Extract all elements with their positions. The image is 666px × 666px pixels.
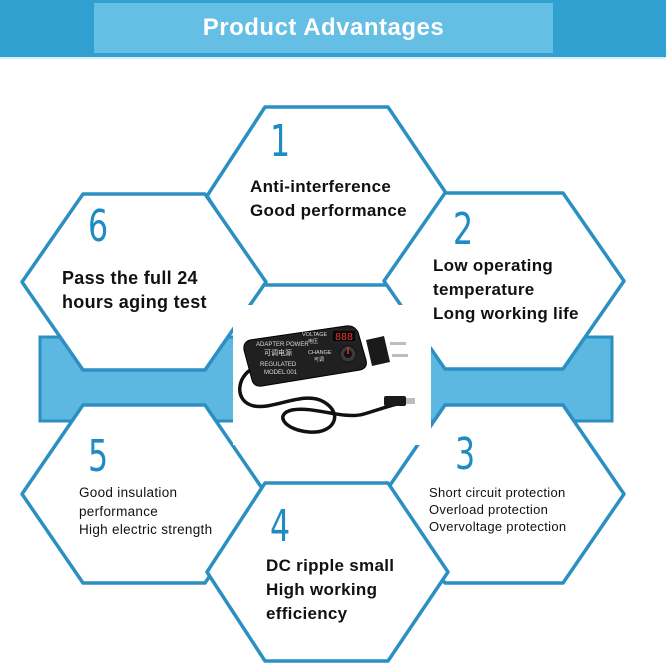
prong-icon	[390, 342, 406, 345]
feature-6-text: Pass the full 24 hours aging test	[62, 266, 207, 314]
change-cn-label: 可调	[314, 356, 324, 363]
feature-1-text: Anti-interference Good performance	[250, 175, 407, 223]
feature-1-number: 1	[270, 116, 291, 167]
header-bar: Product Advantages	[0, 0, 666, 57]
header-divider	[0, 57, 666, 59]
power-adapter-image: 888 ADAPTER POWER 可调电源 REGULATED MODEL:0…	[238, 325, 415, 434]
feature-4-line: High working	[266, 580, 378, 599]
feature-3-line: Short circuit protection	[429, 485, 566, 500]
display-icon	[331, 329, 357, 343]
feature-6-line: hours aging test	[62, 292, 207, 312]
cable-icon	[238, 366, 407, 434]
feature-3-number: 3	[455, 429, 476, 480]
feature-3-line: Overvoltage protection	[429, 519, 567, 534]
feature-4-line: DC ripple small	[266, 556, 395, 575]
prong-icon	[392, 354, 408, 357]
title-panel: Product Advantages	[94, 3, 553, 53]
feature-4-number: 4	[270, 501, 291, 552]
feature-5-line: performance	[79, 503, 159, 519]
feature-2-line: Low operating	[433, 256, 554, 275]
feature-2-line: temperature	[433, 280, 535, 299]
feature-3-line: Overload protection	[429, 502, 549, 517]
adapter-label-2: 可调电源	[264, 348, 292, 357]
hex-4	[205, 481, 450, 663]
hex-6	[20, 192, 268, 372]
feature-1-line: Good performance	[250, 201, 407, 220]
voltage-label: VOLTAGE	[302, 332, 327, 338]
feature-4-text: DC ripple small High working efficiency	[266, 554, 394, 626]
adapter-label-1: ADAPTER POWER	[256, 342, 309, 348]
hex-2	[382, 191, 626, 371]
feature-5-line: Good insulation	[79, 485, 178, 500]
feature-6-number: 6	[88, 201, 109, 252]
page-title: Product Advantages	[202, 14, 445, 41]
adapter-label-3: REGULATED	[260, 362, 297, 368]
voltage-cn-label: 电压	[308, 338, 318, 345]
feature-5-number: 5	[88, 431, 109, 482]
hex-5	[20, 403, 268, 585]
wall-plug-icon	[366, 336, 390, 366]
feature-5-text: Good insulation performance High electri…	[79, 484, 212, 540]
adapter-label-4: MODEL:001	[264, 370, 298, 376]
feature-4-line: efficiency	[266, 604, 348, 623]
feature-5-line: High electric strength	[79, 522, 213, 537]
feature-6-line: Pass the full 24	[62, 268, 198, 288]
feature-2-text: Low operating temperature Long working l…	[433, 254, 579, 326]
feature-2-number: 2	[453, 204, 474, 255]
change-label: CHANGE	[308, 350, 332, 356]
feature-2-line: Long working life	[433, 304, 579, 323]
display-digits: 888	[335, 332, 353, 343]
feature-1-line: Anti-interference	[250, 177, 392, 196]
feature-3-text: Short circuit protection Overload protec…	[429, 484, 566, 535]
dc-plug-icon	[384, 396, 406, 406]
